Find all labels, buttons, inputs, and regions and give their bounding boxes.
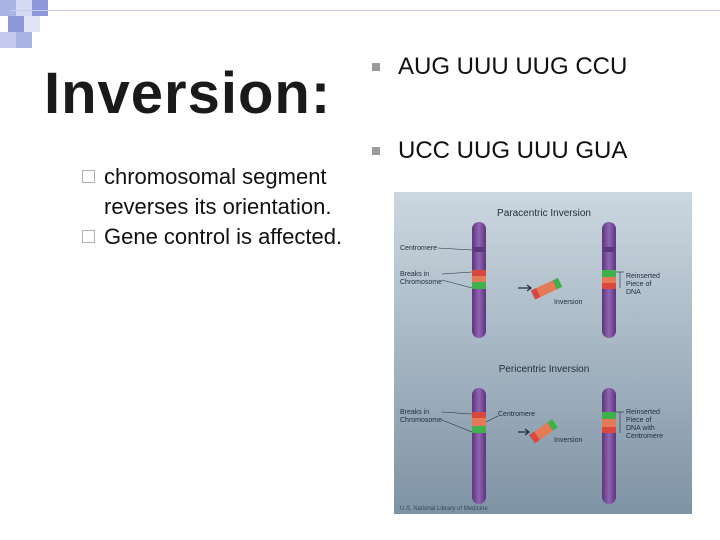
figure-background (394, 192, 692, 514)
codon-text: UCC UUG UUU GUA (398, 137, 628, 164)
square-bullet-icon (372, 147, 380, 155)
label-inversion-bottom: Inversion (554, 437, 583, 444)
inversion-diagram: Paracentric Inversion Centromere Brea (394, 192, 692, 514)
label-centromere-top: Centromere (400, 245, 437, 252)
deco-square (0, 32, 16, 48)
chromosome-inverted-bottom (602, 388, 616, 504)
flipping-segment-bottom (529, 419, 558, 444)
chromosome-original-bottom (472, 388, 486, 504)
checkbox-bullet-icon (82, 170, 95, 183)
header-rule (10, 10, 720, 11)
checkbox-bullet-icon (82, 230, 95, 243)
paracentric-title: Paracentric Inversion (497, 208, 591, 219)
bullet-text: Gene control is affected. (104, 224, 343, 249)
inversion-diagram-svg: Paracentric Inversion Centromere Brea (394, 192, 692, 514)
pericentric-title: Pericentric Inversion (499, 364, 590, 375)
list-item: Gene control is affected. (82, 222, 372, 252)
flipping-segment-top (530, 277, 563, 300)
codon-text: AUG UUU UUG CCU (398, 53, 628, 80)
deco-square (16, 0, 32, 16)
deco-square (0, 0, 16, 16)
deco-square (24, 16, 40, 32)
codon-list: AUG UUU UUG CCU UCC UUG UUU GUA (372, 52, 627, 166)
deco-square (16, 32, 32, 48)
chromosome-original-top (472, 222, 486, 338)
bullet-list: chromosomal segment reverses its orienta… (82, 162, 372, 252)
square-bullet-icon (372, 63, 380, 71)
list-item: AUG UUU UUG CCU (372, 52, 627, 82)
bullet-text: chromosomal segment reverses its orienta… (104, 164, 332, 219)
label-centromere-bottom: Centromere (498, 411, 535, 418)
chromosome-inverted-top (602, 222, 616, 338)
deco-square (8, 16, 24, 32)
list-item: UCC UUG UUU GUA (372, 136, 627, 166)
label-inversion-top: Inversion (554, 299, 583, 306)
image-credit: U.S. National Library of Medicine (400, 506, 488, 512)
deco-square (32, 0, 48, 16)
slide-title: Inversion: (44, 61, 332, 126)
list-item: chromosomal segment reverses its orienta… (82, 162, 372, 222)
